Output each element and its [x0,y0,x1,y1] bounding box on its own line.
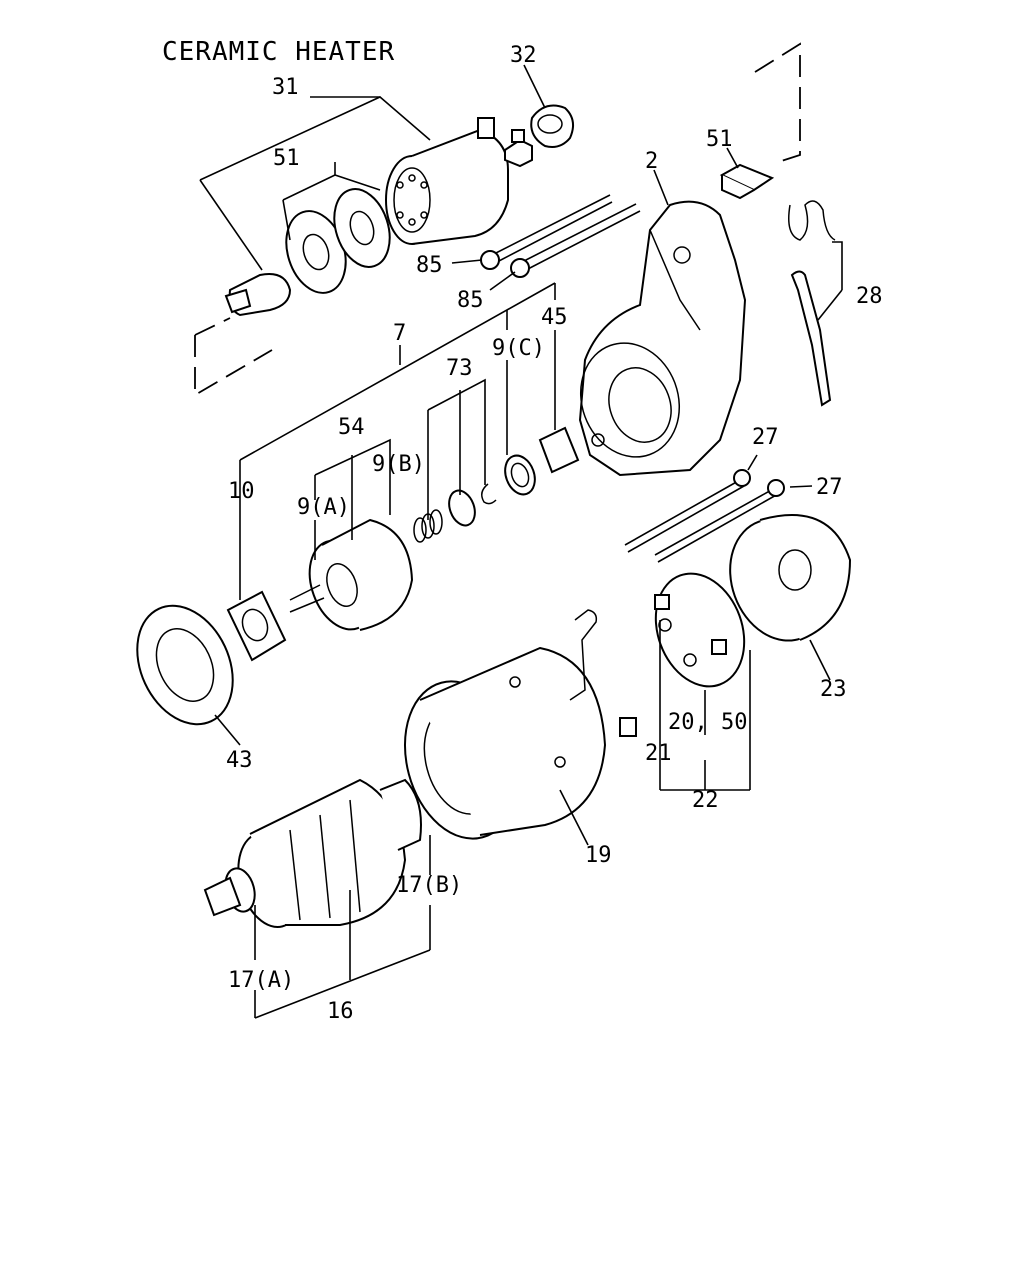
terminal-boot [530,104,575,148]
part-label-9b: 9(B) [372,452,425,477]
part-label-27-lower: 27 [816,475,843,500]
part-label-54: 54 [338,415,365,440]
part-label-21: 21 [645,741,672,766]
part-label-22: 22 [692,788,719,813]
diagram-title: CERAMIC HEATER [162,37,395,67]
brush-holder [654,572,746,688]
pinion-stop [448,483,497,527]
part-label-23: 23 [820,677,847,702]
part-label-7: 7 [393,321,406,346]
solenoid-switch [385,117,533,245]
spring [413,509,443,543]
part-label-85-lower: 85 [457,288,484,313]
part-labels: 31 32 51 51 2 85 85 28 7 45 73 9(C) 54 9… [226,43,883,1024]
shift-lever-spring [788,200,836,407]
gear-case [578,200,747,477]
bearing-9c [504,454,536,496]
long-bolts [624,469,785,563]
part-label-73: 73 [446,356,473,381]
part-label-51-left: 51 [273,146,300,171]
part-label-10: 10 [228,479,255,504]
leader-lines [199,64,843,1019]
armature [203,778,422,929]
section-boundary [194,42,801,397]
shim-washers [285,188,391,294]
overrunning-clutch [289,518,414,631]
part-label-17b: 17(B) [396,873,462,898]
part-label-17a: 17(A) [228,968,294,993]
part-label-27-upper: 27 [752,425,779,450]
plunger [224,273,292,317]
part-label-9c: 9(C) [492,336,545,361]
part-label-32: 32 [510,43,537,68]
part-label-85-upper: 85 [416,253,443,278]
part-label-45: 45 [541,305,568,330]
part-label-43: 43 [226,748,253,773]
pinion-gear [226,590,287,662]
yoke-field-frame [403,609,637,840]
part-label-19: 19 [585,843,612,868]
part-label-2: 2 [645,149,658,174]
cover-plate [136,604,234,726]
spacer-block [719,163,775,200]
part-label-28: 28 [856,284,883,309]
part-label-51-right: 51 [706,127,733,152]
part-label-20-50: 20, 50 [668,710,747,735]
part-label-31: 31 [272,75,299,100]
clutch-cup-45 [538,426,580,474]
part-label-9a: 9(A) [297,495,350,520]
part-label-16: 16 [327,999,354,1024]
rear-end-cover [729,514,852,642]
